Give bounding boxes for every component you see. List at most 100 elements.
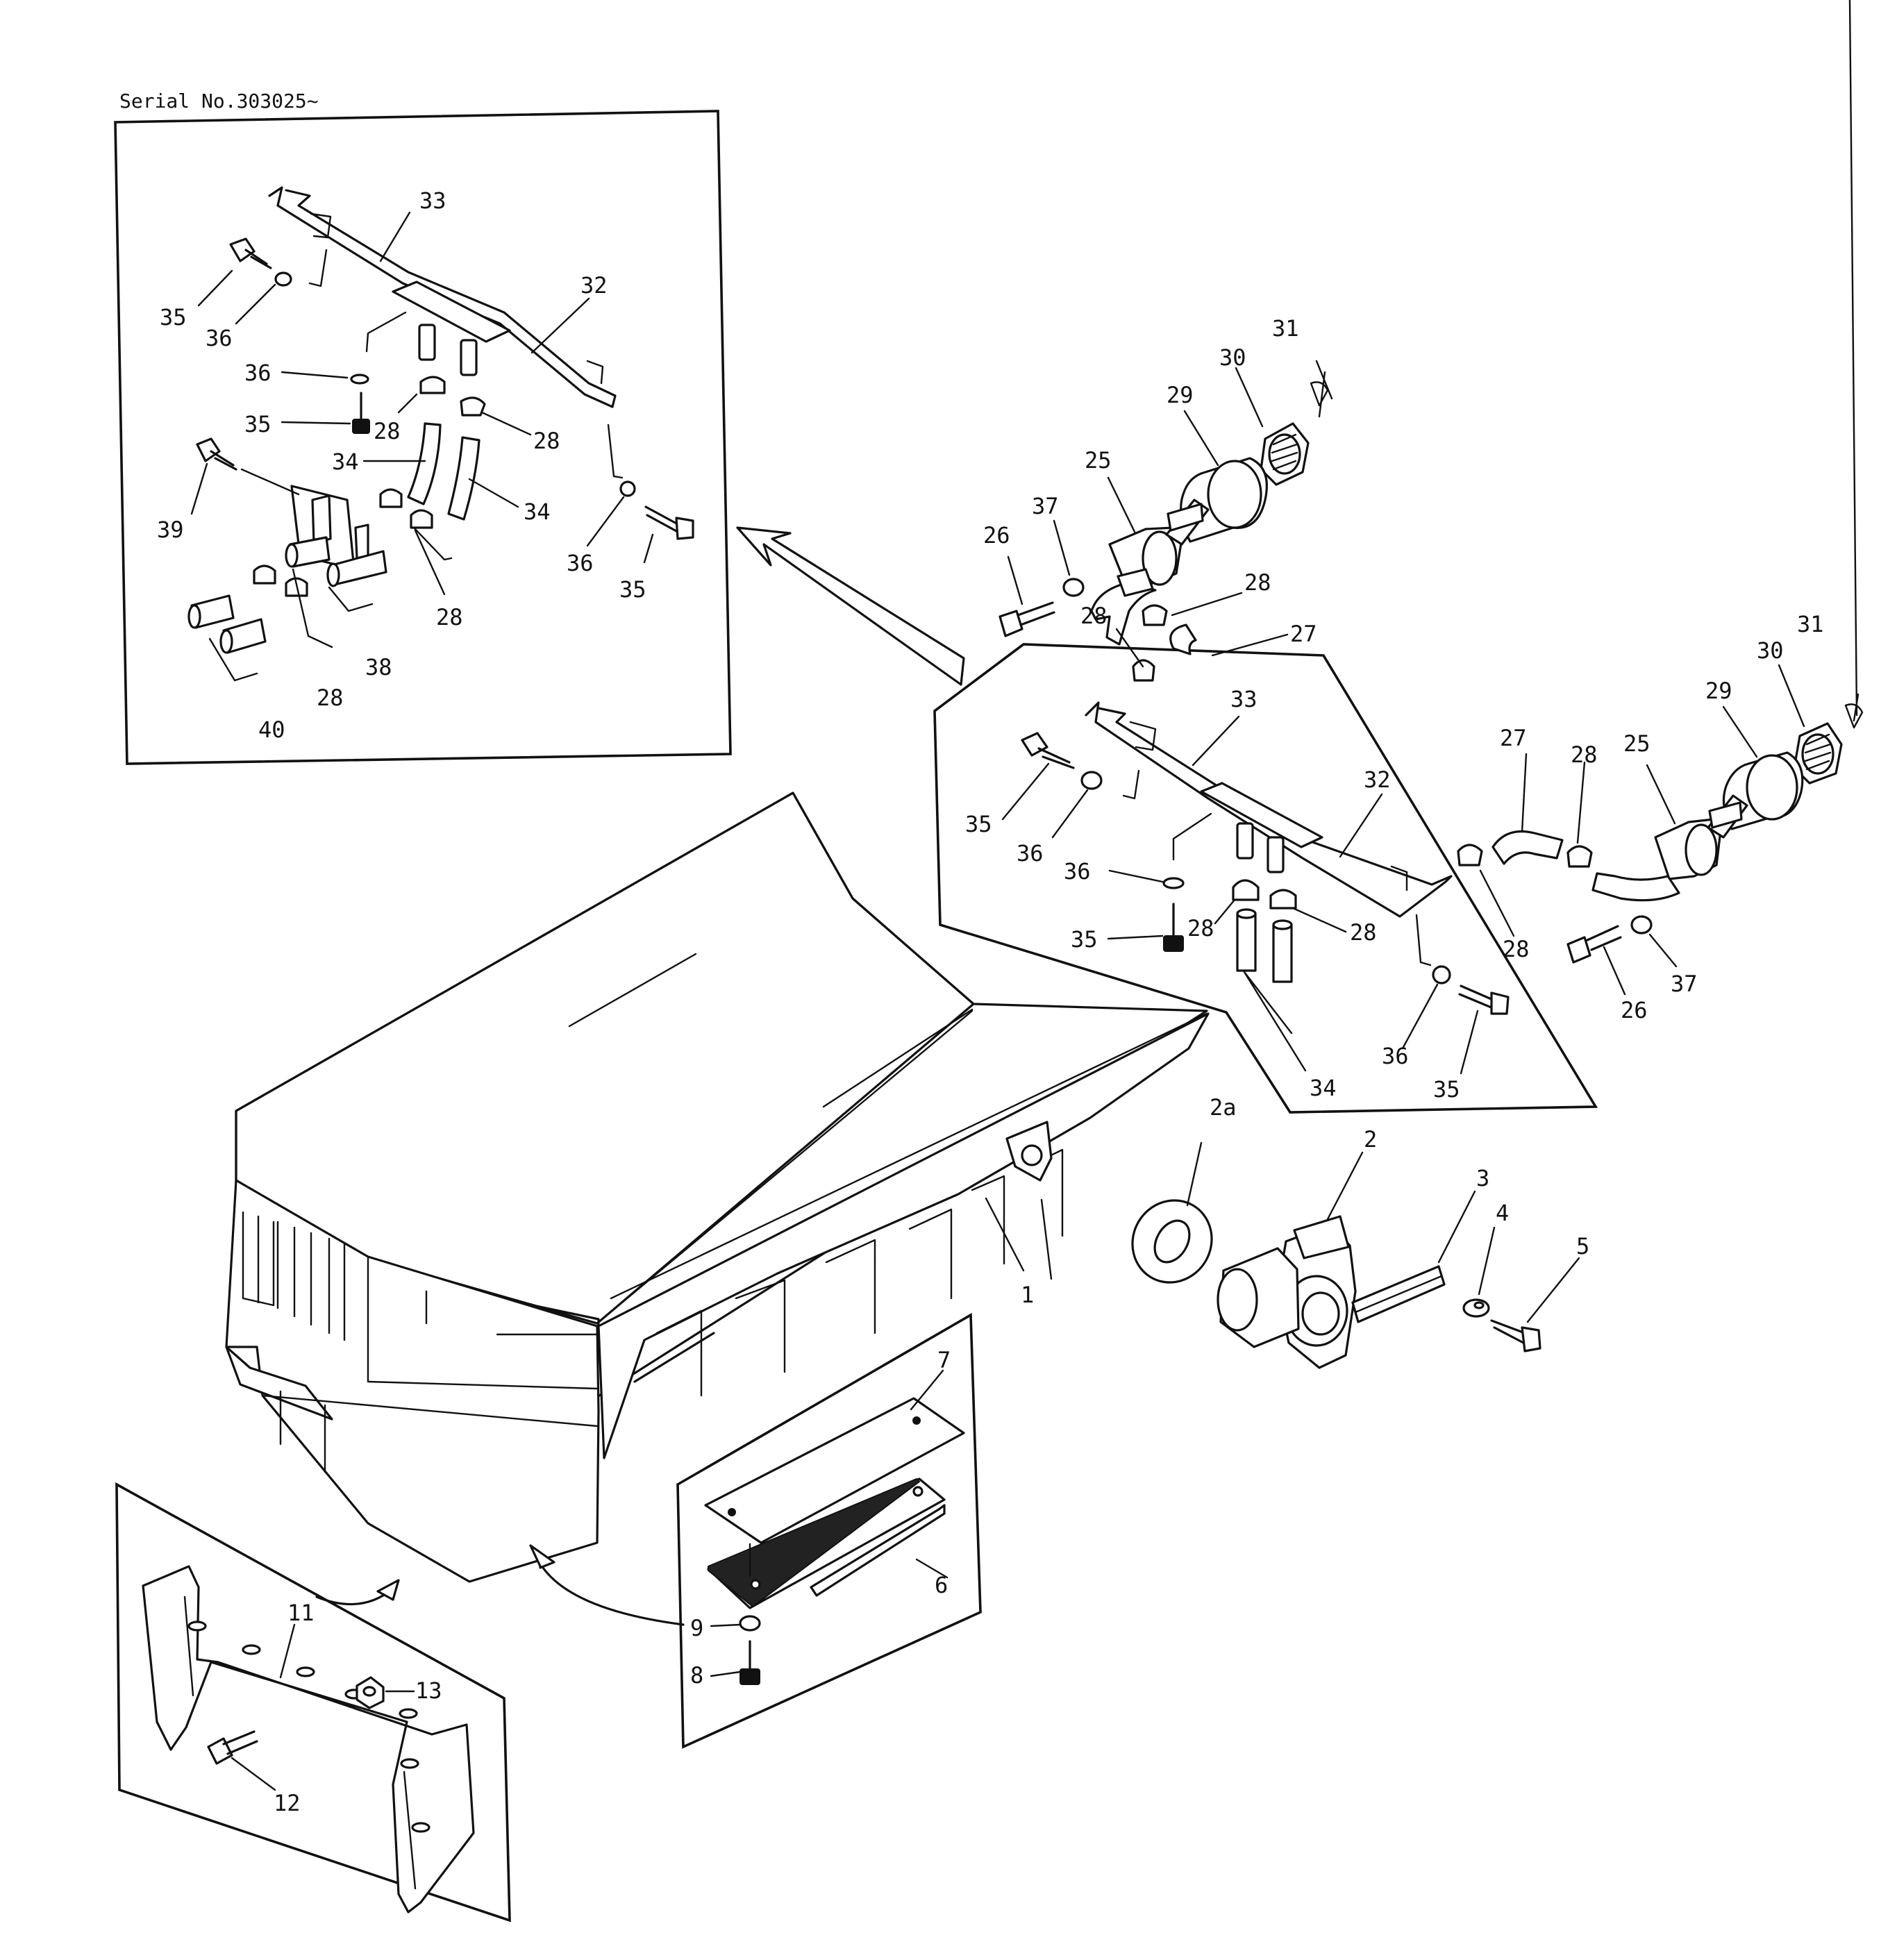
clamp-28-upper-a: [1142, 604, 1168, 626]
label-28: 28: [533, 428, 560, 454]
label-13: 13: [415, 1677, 442, 1704]
label-28: 28: [1350, 919, 1377, 946]
washer-9: [739, 1615, 761, 1632]
label-26: 26: [1621, 997, 1648, 1023]
hinge-bracket-2: [1217, 1215, 1357, 1369]
label-35: 35: [965, 811, 992, 837]
label-3: 3: [1476, 1165, 1489, 1191]
elbow-hose-27-right: [1491, 830, 1564, 865]
detail-leader-lines: [1001, 715, 1479, 1075]
cap-30-upper: [1260, 422, 1310, 486]
washer-37-right: [1630, 915, 1653, 935]
label-40: 40: [258, 717, 285, 743]
hinge-bracket: [633, 1121, 1053, 1383]
label-2: 2: [1364, 1126, 1377, 1153]
label-32: 32: [1364, 767, 1391, 793]
label-35: 35: [619, 576, 646, 603]
pipe-40-inset: [187, 594, 267, 654]
label-34: 34: [1310, 1075, 1337, 1101]
label-28: 28: [317, 685, 344, 711]
label-28: 28: [1244, 569, 1271, 596]
label-25: 25: [1623, 730, 1651, 757]
hinge-parts-group: 2a 2 3 4 5 1: [985, 1094, 1589, 1369]
bolt-35-detail-c: [1458, 985, 1510, 1015]
label-39: 39: [157, 517, 184, 543]
clamp-28-inset-d: [410, 509, 433, 529]
label-33: 33: [1230, 686, 1257, 712]
plate-7: [704, 1397, 965, 1544]
detail-frame: [933, 643, 1598, 1114]
tube-34-detail-a: [1236, 912, 1257, 972]
intake-pipe-25-right: [1591, 794, 1748, 902]
label-29: 29: [1705, 678, 1732, 704]
label-36: 36: [567, 550, 594, 576]
label-35: 35: [1433, 1076, 1460, 1103]
label-28: 28: [1503, 936, 1530, 962]
label-27: 27: [1290, 621, 1317, 647]
label-36: 36: [244, 360, 271, 386]
label-36: 36: [1017, 840, 1044, 866]
nut-13: [356, 1676, 385, 1709]
strap-3: [1351, 1265, 1446, 1323]
washer-36-inset-c: [619, 480, 636, 497]
washer-36-detail-b: [1162, 877, 1185, 889]
bolt-35-inset-a: [229, 237, 272, 269]
intake-right-group: 31 30 29 25 28 27: [1457, 0, 1864, 1023]
label-8: 8: [690, 1662, 703, 1689]
gasket-2a: [1131, 1199, 1213, 1284]
label-34: 34: [524, 499, 551, 525]
grab-bar-detail: [1085, 701, 1453, 918]
grab-bar-inset: [268, 186, 617, 408]
intake-pipe-25-upper: [1090, 499, 1210, 646]
label-28: 28: [436, 604, 463, 630]
clamp-28-upper-b: [1132, 659, 1155, 682]
label-31: 31: [1797, 611, 1824, 637]
label-36: 36: [206, 325, 233, 351]
bolt-12: [207, 1730, 258, 1765]
label-36: 36: [1064, 858, 1091, 885]
bolt-35-inset-c: [644, 505, 694, 540]
clamp-28-right-b: [1457, 844, 1483, 866]
box-assembly-1: [225, 791, 1210, 1583]
label-35: 35: [160, 304, 187, 330]
elbow-hose-27-upper: [1169, 623, 1197, 655]
label-32: 32: [580, 272, 608, 299]
label-4: 4: [1496, 1200, 1509, 1226]
leader-line-inset: [607, 424, 624, 479]
bolt-26-right: [1566, 925, 1622, 964]
bracket-11: [142, 1565, 475, 1913]
label-1: 1: [1021, 1282, 1034, 1308]
label-29: 29: [1167, 382, 1194, 408]
label-28: 28: [1187, 915, 1214, 941]
bolt-39-inset: [196, 437, 237, 471]
bolt-8: [739, 1640, 760, 1685]
inset-serial-303025: Serial No.303025~: [114, 90, 732, 765]
label-36: 36: [1382, 1043, 1409, 1069]
label-34: 34: [332, 449, 359, 475]
tube-34-detail-b: [1272, 923, 1293, 983]
main-detail-group: 33 32 35 36 36 35 28 28 36 35 34: [933, 643, 1598, 1114]
label-30: 30: [1219, 344, 1246, 371]
label-5: 5: [1576, 1233, 1589, 1259]
clamp-28-detail-a: [1232, 879, 1260, 901]
bracket-frame: [115, 1482, 511, 1923]
bolt-35-inset-b: [352, 392, 370, 434]
serial-note: Serial No.303025~: [119, 90, 319, 112]
clamp-28-inset-a: [419, 376, 446, 394]
pin-31-upper: [1310, 381, 1329, 407]
bolt-5: [1490, 1319, 1541, 1352]
clamp-28-inset-e: [253, 564, 276, 585]
arrow-to-box-right: [533, 1551, 685, 1626]
label-11: 11: [287, 1600, 315, 1626]
plate-frame: [676, 1312, 982, 1749]
washer-36-inset-a: [274, 271, 292, 287]
clamp-28-detail-b: [1269, 889, 1297, 910]
label-37: 37: [1671, 971, 1698, 997]
label-12: 12: [274, 1790, 301, 1816]
arrow-to-inset-shape: [736, 526, 965, 686]
label-35: 35: [244, 411, 271, 437]
bolt-26-upper: [998, 601, 1055, 637]
washer-37-upper: [1062, 578, 1085, 597]
washer-36-detail-c: [1432, 965, 1451, 985]
